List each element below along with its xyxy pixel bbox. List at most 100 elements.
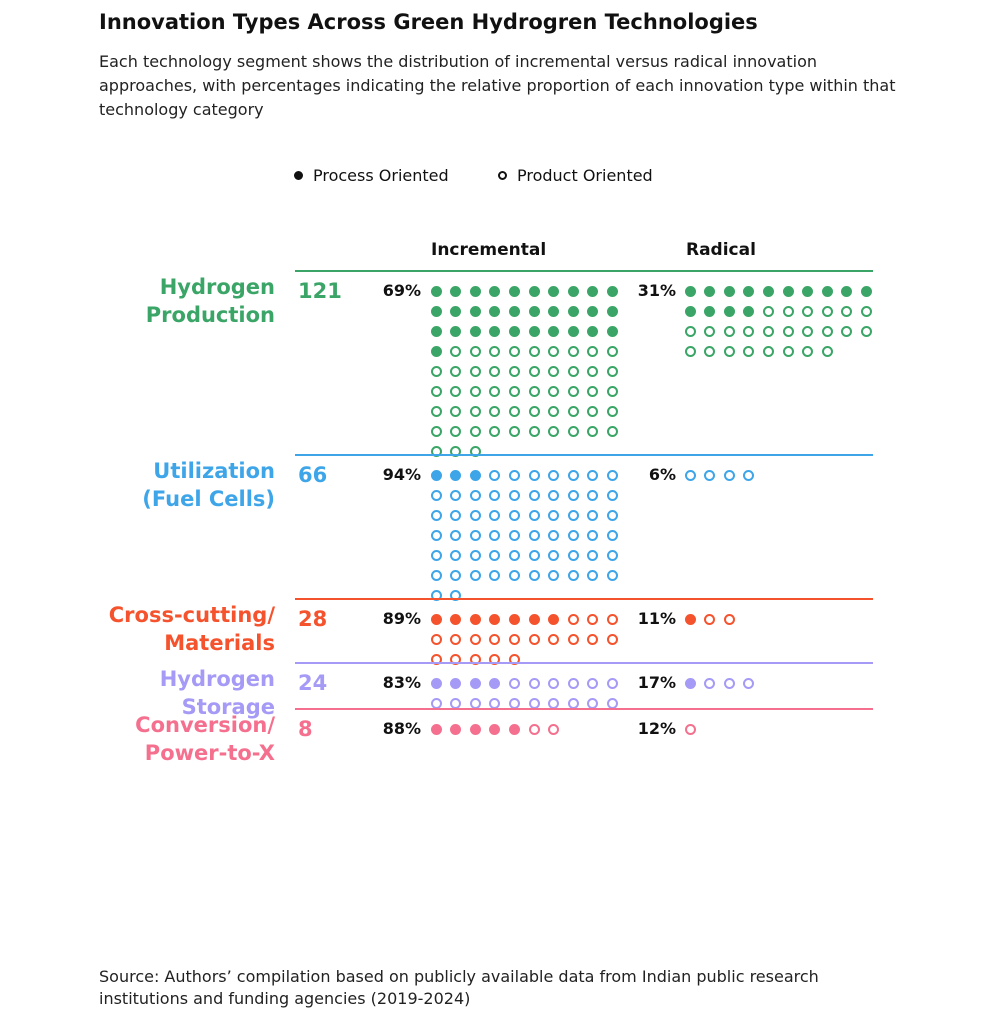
product-oriented-dot [450, 405, 462, 417]
product-oriented-dot [684, 325, 696, 337]
product-oriented-dot [508, 469, 520, 481]
process-oriented-dot [430, 345, 442, 357]
process-oriented-dot [489, 285, 501, 297]
process-oriented-dot [469, 285, 481, 297]
product-oriented-dot [860, 305, 872, 317]
product-oriented-dot [450, 549, 462, 561]
chart-subtitle: Each technology segment shows the distri… [99, 52, 896, 119]
product-oriented-dot [704, 613, 716, 625]
product-oriented-dot [821, 305, 833, 317]
process-oriented-dot [606, 285, 618, 297]
legend-process: Process Oriented [294, 166, 449, 185]
process-oriented-dot [450, 469, 462, 481]
category-label-line: (Fuel Cells) [142, 487, 275, 511]
product-oriented-dot [606, 345, 618, 357]
category-label-line: Production [145, 303, 275, 327]
product-oriented-dot [469, 365, 481, 377]
product-oriented-dot [587, 385, 599, 397]
product-oriented-dot [489, 697, 501, 709]
process-oriented-dot [704, 305, 716, 317]
category-total: 24 [298, 671, 328, 695]
product-oriented-dot [469, 509, 481, 521]
process-oriented-dot [469, 677, 481, 689]
product-oriented-dot [450, 489, 462, 501]
process-oriented-dot [606, 325, 618, 337]
product-oriented-dot [469, 405, 481, 417]
product-oriented-dot [450, 345, 462, 357]
radical-percentage-label: 6% [648, 465, 676, 484]
process-oriented-dot [528, 325, 540, 337]
category-label-line: Materials [164, 631, 275, 655]
product-oriented-dot [548, 469, 560, 481]
process-oriented-dot [528, 305, 540, 317]
product-oriented-dot [430, 697, 442, 709]
process-oriented-dot [743, 285, 755, 297]
process-oriented-dot [860, 285, 872, 297]
product-oriented-dot [508, 529, 520, 541]
product-oriented-dot [587, 549, 599, 561]
process-oriented-dot [704, 285, 716, 297]
process-oriented-dot [469, 325, 481, 337]
process-oriented-dot [508, 613, 520, 625]
process-oriented-dot [450, 325, 462, 337]
process-oriented-dot [684, 613, 696, 625]
product-oriented-dot [528, 569, 540, 581]
row-separator [295, 454, 873, 456]
product-oriented-dot [606, 489, 618, 501]
process-oriented-dot [489, 305, 501, 317]
product-oriented-dot [508, 489, 520, 501]
product-oriented-dot [450, 509, 462, 521]
process-oriented-dot [743, 305, 755, 317]
product-oriented-dot [567, 405, 579, 417]
product-oriented-dot [508, 509, 520, 521]
product-oriented-dot [528, 345, 540, 357]
product-oriented-dot [430, 509, 442, 521]
product-oriented-dot [606, 425, 618, 437]
product-oriented-dot [489, 633, 501, 645]
product-oriented-dot [450, 385, 462, 397]
row-separator [295, 708, 873, 710]
process-oriented-dot [430, 285, 442, 297]
product-oriented-dot [450, 529, 462, 541]
product-oriented-dot [704, 325, 716, 337]
product-oriented-dot [528, 633, 540, 645]
product-oriented-dot [548, 489, 560, 501]
process-oriented-dot [508, 305, 520, 317]
product-oriented-dot [528, 489, 540, 501]
product-oriented-dot [841, 325, 853, 337]
row-separator [295, 598, 873, 600]
process-oriented-dot [450, 723, 462, 735]
product-oriented-dot [489, 569, 501, 581]
product-oriented-dot [567, 509, 579, 521]
product-oriented-dot [723, 469, 735, 481]
process-oriented-dot [450, 613, 462, 625]
product-oriented-dot [567, 633, 579, 645]
category-total: 66 [298, 463, 328, 487]
product-oriented-dot [548, 569, 560, 581]
product-oriented-dot [704, 345, 716, 357]
product-oriented-dot [430, 549, 442, 561]
category-label-line: Utilization [153, 459, 275, 483]
product-oriented-dot [430, 633, 442, 645]
product-oriented-dot [430, 405, 442, 417]
product-oriented-dot [684, 469, 696, 481]
product-oriented-dot [548, 425, 560, 437]
product-oriented-dot [841, 305, 853, 317]
process-oriented-dot [587, 285, 599, 297]
process-oriented-dot [587, 305, 599, 317]
product-oriented-dot [704, 677, 716, 689]
product-oriented-dot [548, 723, 560, 735]
product-oriented-dot [587, 697, 599, 709]
product-oriented-dot [567, 677, 579, 689]
product-oriented-dot [567, 549, 579, 561]
product-oriented-dot [567, 425, 579, 437]
incremental-percentage-label: 89% [382, 609, 421, 628]
product-oriented-dot [430, 365, 442, 377]
product-oriented-dot [567, 697, 579, 709]
incremental-percentage-label: 83% [382, 673, 421, 692]
product-oriented-dot [489, 385, 501, 397]
incremental-percentage-label: 69% [382, 281, 421, 300]
product-oriented-dot [587, 405, 599, 417]
